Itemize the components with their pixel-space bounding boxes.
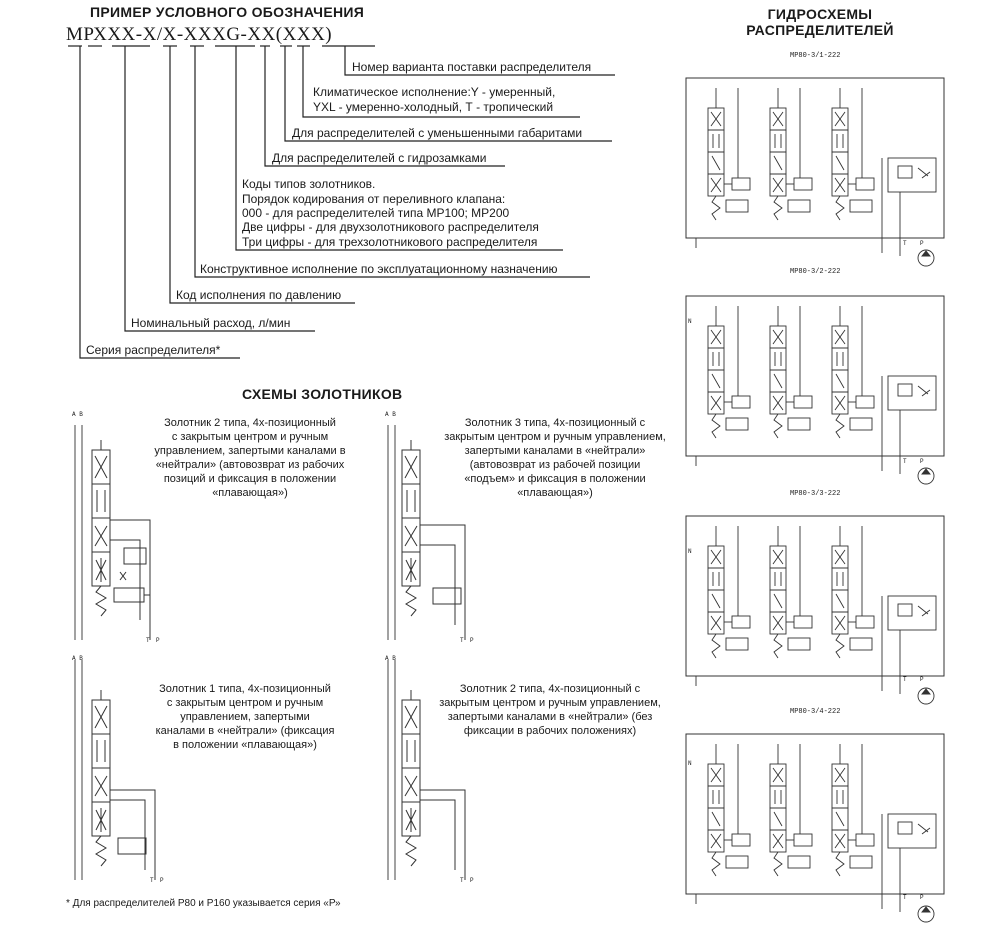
legend-codes-3: 000 - для распределителей типа МР100; МР… — [242, 206, 510, 220]
scheme3-port-p: P — [920, 676, 924, 683]
legend-climate-1: Климатическое исполнение:Y - умеренный, — [313, 85, 556, 99]
spool3-port-t: T — [150, 877, 154, 884]
scheme4-port-p: P — [920, 894, 924, 901]
spool-desc-4: Золотник 2 типа, 4х-позиционный с закрыт… — [439, 683, 661, 737]
scheme-label-2: МР80-3/2-222 — [790, 268, 841, 276]
hydro-scheme-2 — [686, 296, 944, 484]
scheme1-port-p: P — [920, 240, 924, 247]
hydro-title-2: РАСПРЕДЕЛИТЕЛЕЙ — [746, 22, 894, 38]
legend-design: Конструктивное исполнение по эксплуатаци… — [200, 262, 558, 276]
spools-title: СХЕМЫ ЗОЛОТНИКОВ — [242, 386, 403, 402]
scheme-label-3: МР80-3/3-222 — [790, 490, 841, 498]
spool-scheme-4 — [387, 660, 466, 880]
spool3-port-ab: A B — [72, 655, 83, 662]
legend-codes-2: Порядок кодирования от переливного клапа… — [242, 192, 506, 206]
scheme2-port-p: P — [920, 458, 924, 465]
legend-hydrolocks: Для распределителей с гидрозамками — [272, 151, 487, 165]
legend-variant: Номер варианта поставки распределителя — [352, 60, 592, 74]
spool-desc-3: Золотник 1 типа, 4х-позиционный с закрыт… — [155, 683, 335, 751]
spool4-port-p: P — [470, 877, 474, 884]
spool3-port-p: P — [160, 877, 164, 884]
scheme4-port-n: N — [688, 760, 692, 767]
scheme4-port-t: T — [903, 894, 907, 901]
legend-codes-4: Две цифры - для двухзолотникового распре… — [242, 220, 539, 234]
spool-scheme-1 — [74, 425, 151, 640]
spool2-port-ab: A B — [385, 411, 396, 418]
legend-flow: Номинальный расход, л/мин — [131, 316, 291, 330]
spool2-port-p: P — [470, 637, 474, 644]
hydro-title-1: ГИДРОСХЕМЫ — [767, 6, 873, 22]
designation-code: МРХХХ-Х/Х-ХХХG-ХХ(ХХХ) — [66, 24, 333, 45]
spool4-port-t: T — [460, 877, 464, 884]
scheme-label-1: МР80-3/1-222 — [790, 52, 841, 60]
legend-pressure: Код исполнения по давлению — [176, 288, 342, 302]
scheme3-port-t: T — [903, 676, 907, 683]
legend-small-size: Для распределителей с уменьшенными габар… — [292, 126, 583, 140]
spool-scheme-3 — [74, 660, 156, 880]
scheme2-port-t: T — [903, 458, 907, 465]
spool4-port-ab: A B — [385, 655, 396, 662]
spool-desc-2: Золотник 3 типа, 4х-позиционный с закрыт… — [444, 417, 666, 499]
legend-series: Серия распределителя* — [86, 343, 221, 357]
spool-desc-1: Золотник 2 типа, 4х-позиционный с закрыт… — [154, 417, 346, 499]
spool2-port-t: T — [460, 637, 464, 644]
legend-climate-2: YXL - умеренно-холодный, Т - тропический — [313, 100, 554, 114]
scheme1-port-t: T — [903, 240, 907, 247]
hydro-scheme-1 — [686, 78, 944, 266]
spool1-port-ab: A B — [72, 411, 83, 418]
spool-scheme-2 — [387, 425, 466, 640]
scheme-label-4: МР80-3/4-222 — [790, 708, 841, 716]
scheme2-port-n: N — [688, 318, 692, 325]
footnote: * Для распределителей Р80 и Р160 указыва… — [66, 898, 341, 909]
scheme3-port-n: N — [688, 548, 692, 555]
spool1-port-p: P — [156, 637, 160, 644]
legend-codes-5: Три цифры - для трехзолотникового распре… — [242, 235, 538, 249]
legend-codes-1: Коды типов золотников. — [242, 177, 376, 191]
example-title: ПРИМЕР УСЛОВНОГО ОБОЗНАЧЕНИЯ — [90, 4, 365, 20]
spool1-port-t: T — [146, 637, 150, 644]
